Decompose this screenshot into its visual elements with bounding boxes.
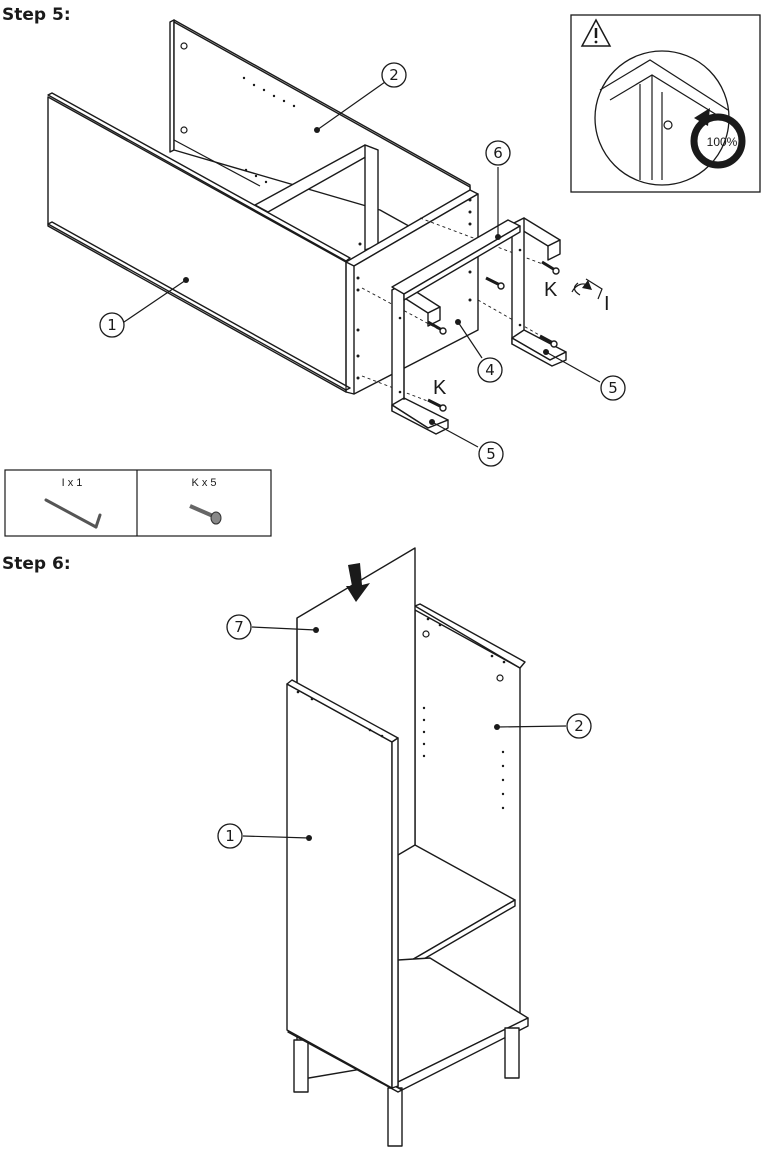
parts-item-k-label: K x 5: [191, 477, 216, 489]
allen-key-icon: [572, 279, 602, 299]
screw-icon: [428, 400, 446, 411]
warning-inset: 100%: [571, 15, 760, 192]
label-k-2: K: [433, 377, 447, 399]
callout-4: 4: [478, 358, 502, 382]
step5-drawing: K K I 2 1 6 4 5 5: [5, 15, 760, 536]
svg-text:2: 2: [574, 717, 584, 735]
label-i: I: [604, 293, 610, 315]
callout-2: 2: [382, 63, 406, 87]
screw-icon: [542, 262, 559, 274]
parts-item-i-label: I x 1: [62, 477, 83, 489]
warning-percent: 100%: [707, 135, 738, 149]
leg-frame-5-back: [512, 218, 566, 366]
svg-text:1: 1: [225, 827, 235, 845]
panel-1-front: [287, 680, 398, 1088]
callout-5-right: 5: [601, 376, 625, 400]
svg-text:5: 5: [608, 379, 618, 397]
screw-icon: [486, 278, 504, 289]
svg-text:5: 5: [486, 445, 496, 463]
callout-1: 1: [100, 313, 124, 337]
callout-6: 6: [486, 141, 510, 165]
svg-text:7: 7: [234, 618, 244, 636]
step6-drawing: 7 2 1: [218, 548, 591, 1146]
svg-text:6: 6: [493, 144, 503, 162]
callout-2: 2: [567, 714, 591, 738]
callout-1: 1: [218, 824, 242, 848]
callout-5-left: 5: [479, 442, 503, 466]
label-k-1: K: [544, 279, 558, 301]
svg-text:4: 4: [485, 361, 495, 379]
svg-text:1: 1: [107, 316, 117, 334]
callout-7: 7: [227, 615, 251, 639]
parts-box: I x 1 K x 5: [5, 470, 271, 536]
svg-text:2: 2: [389, 66, 399, 84]
